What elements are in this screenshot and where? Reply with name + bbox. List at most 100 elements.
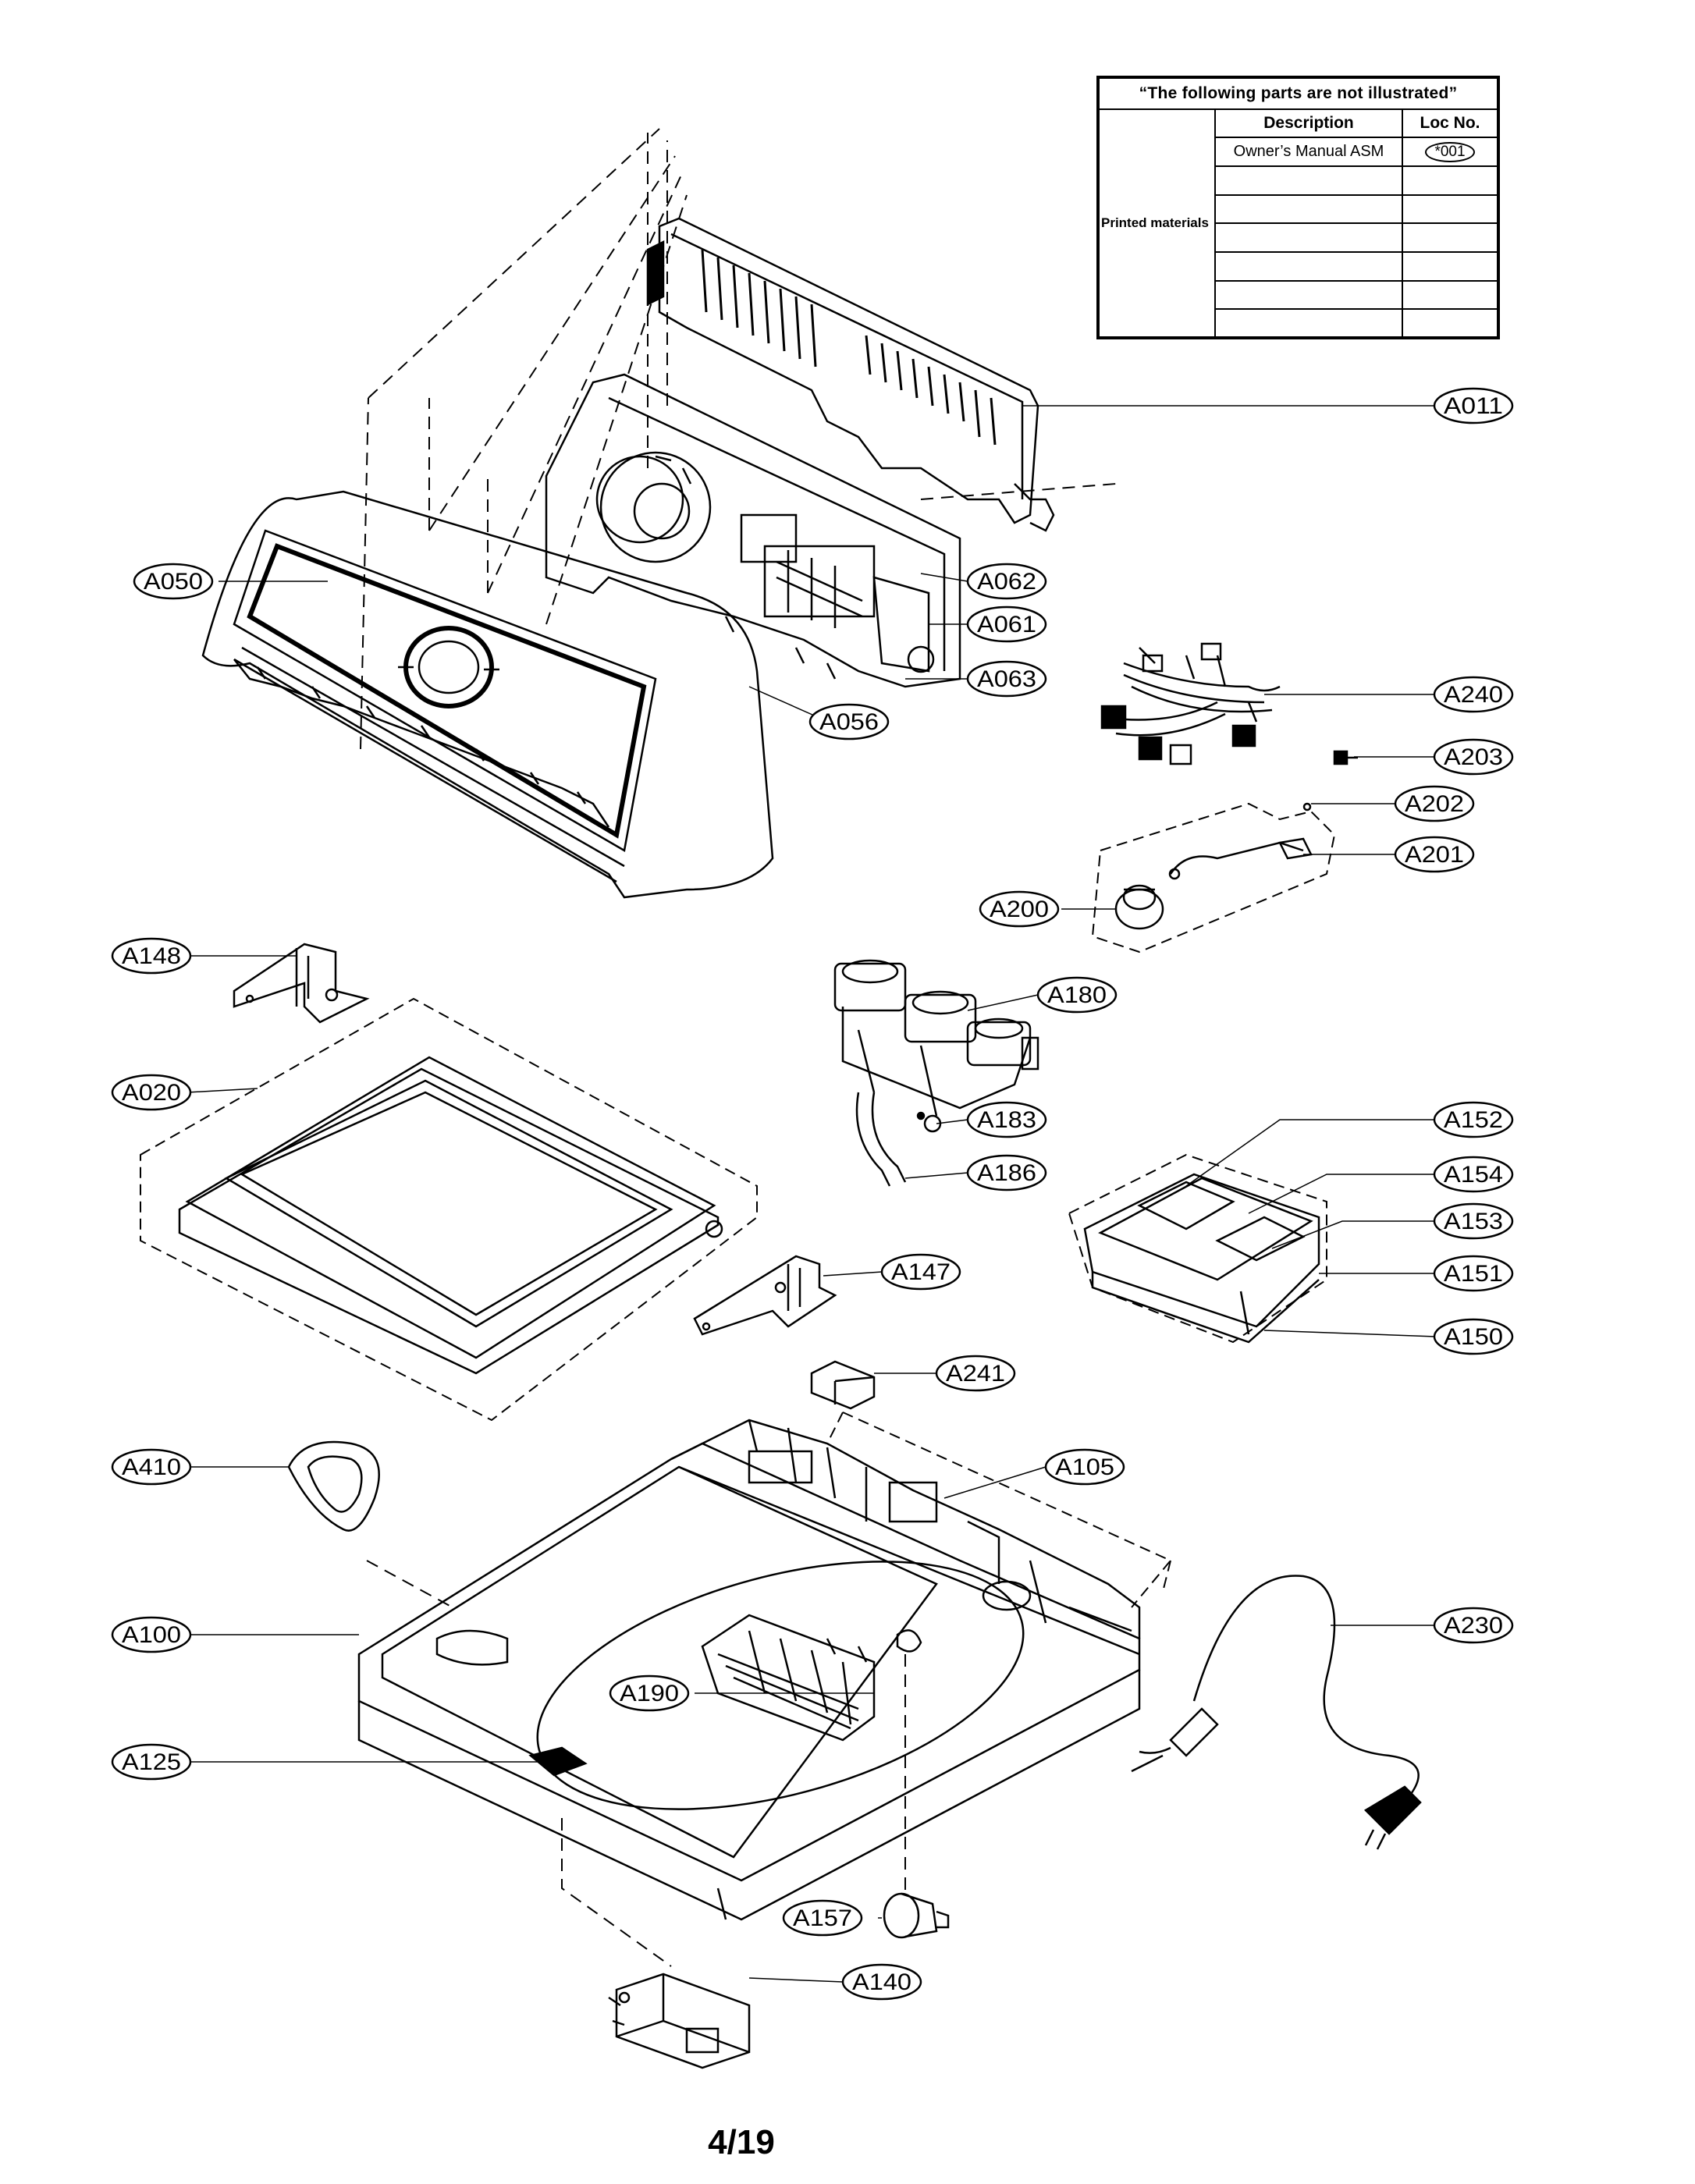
part-a410-seal	[287, 1440, 380, 1532]
callout-text: A150	[1444, 1324, 1503, 1350]
callout-a202: A202	[1394, 785, 1475, 822]
table-empty-cell	[1214, 165, 1403, 196]
callout-text: A202	[1405, 791, 1464, 817]
table-empty-cell	[1402, 308, 1499, 339]
table-empty-cell	[1402, 194, 1499, 225]
callout-a011: A011	[1433, 387, 1514, 424]
callout-text: A020	[122, 1080, 181, 1106]
callout-a062: A062	[966, 563, 1047, 600]
callout-oval	[966, 660, 1047, 698]
callout-text: A011	[1444, 393, 1503, 419]
callout-oval	[1044, 1448, 1125, 1486]
callout-text: A203	[1444, 744, 1503, 770]
callout-oval	[782, 1899, 863, 1937]
not-illustrated-table: “The following parts are not illustrated…	[1096, 76, 1500, 339]
callout-text: A241	[946, 1361, 1005, 1387]
page-number: 4/19	[708, 2123, 775, 2161]
table-empty-cell	[1214, 251, 1403, 282]
callout-a105: A105	[1044, 1448, 1125, 1486]
callout-a180: A180	[1036, 976, 1118, 1014]
part-a157-cap	[883, 1892, 950, 1939]
callout-text: A200	[990, 897, 1049, 922]
callout-oval	[1433, 387, 1514, 424]
callout-oval	[1433, 676, 1514, 713]
part-a241-module	[810, 1360, 876, 1410]
table-empty-cell	[1402, 165, 1499, 196]
callout-oval	[966, 605, 1047, 643]
callout-a183: A183	[966, 1101, 1047, 1138]
callout-oval	[1433, 1318, 1514, 1355]
table-empty-cell	[1402, 222, 1499, 253]
table-empty-cell	[1214, 308, 1403, 339]
callout-text: A153	[1444, 1209, 1503, 1234]
callout-a063: A063	[966, 660, 1047, 698]
part-a050-control-panel	[201, 490, 774, 899]
callout-text: A056	[819, 709, 879, 735]
callout-a203: A203	[1433, 738, 1514, 776]
callout-a230: A230	[1433, 1607, 1514, 1644]
callout-oval	[979, 890, 1060, 928]
callout-a157: A157	[782, 1899, 863, 1937]
callout-oval	[1433, 1156, 1514, 1193]
part-a148-bracket	[233, 943, 370, 1024]
table-header-loc: Loc No.	[1402, 108, 1499, 139]
callout-oval	[111, 937, 192, 975]
callout-oval	[1036, 976, 1118, 1014]
callout-text: A152	[1444, 1107, 1503, 1133]
table-category: Printed materials	[1097, 108, 1216, 339]
callout-oval	[1433, 1607, 1514, 1644]
table-empty-cell	[1214, 194, 1403, 225]
callout-oval	[1433, 738, 1514, 776]
callout-text: A100	[122, 1622, 181, 1648]
table-empty-cell	[1214, 279, 1403, 311]
callout-a125: A125	[111, 1743, 192, 1781]
callout-oval	[935, 1355, 1016, 1392]
callout-text: A230	[1444, 1613, 1503, 1639]
callout-a190: A190	[609, 1674, 690, 1712]
callout-oval	[111, 1743, 192, 1781]
part-a100-top-cover	[357, 1442, 1141, 1921]
callout-a152: A152	[1433, 1101, 1514, 1138]
callout-text: A061	[977, 612, 1036, 637]
table-empty-cell	[1214, 222, 1403, 253]
callout-oval	[111, 1074, 192, 1111]
callout-text: A125	[122, 1749, 181, 1775]
table-empty-cell	[1402, 279, 1499, 311]
callout-oval	[966, 1154, 1047, 1191]
part-a147-bracket	[693, 1255, 837, 1336]
callout-a200: A200	[979, 890, 1060, 928]
callout-oval	[1394, 836, 1475, 873]
callout-a150: A150	[1433, 1318, 1514, 1355]
callout-oval	[841, 1963, 922, 2001]
table-row-loc: *001	[1402, 137, 1499, 168]
loc-oval: *001	[1425, 141, 1475, 162]
callout-text: A062	[977, 569, 1036, 595]
callout-text: A063	[977, 666, 1036, 692]
callout-oval	[1433, 1101, 1514, 1138]
callout-a410: A410	[111, 1448, 192, 1486]
callout-oval	[1433, 1202, 1514, 1240]
callout-a056: A056	[808, 703, 890, 740]
callout-text: A154	[1444, 1162, 1503, 1188]
part-control-board-assembly	[545, 373, 961, 688]
callout-text: A050	[144, 569, 203, 595]
part-a150-dispenser	[1068, 1153, 1327, 1344]
callout-text: A105	[1055, 1454, 1114, 1480]
callout-a154: A154	[1433, 1156, 1514, 1193]
callout-oval	[133, 563, 214, 600]
part-a200-pressure-switch	[1091, 802, 1336, 954]
table-header-description: Description	[1214, 108, 1403, 139]
callout-a100: A100	[111, 1616, 192, 1653]
callout-text: A147	[891, 1259, 951, 1285]
callout-oval	[609, 1674, 690, 1712]
callout-a240: A240	[1433, 676, 1514, 713]
callout-oval	[880, 1253, 961, 1291]
part-a240-wire-harness	[1100, 642, 1281, 765]
callout-a147: A147	[880, 1253, 961, 1291]
callout-oval	[966, 563, 1047, 600]
callout-a140: A140	[841, 1963, 922, 2001]
callout-oval	[111, 1616, 192, 1653]
callout-text: A148	[122, 943, 181, 969]
table-empty-cell	[1402, 251, 1499, 282]
